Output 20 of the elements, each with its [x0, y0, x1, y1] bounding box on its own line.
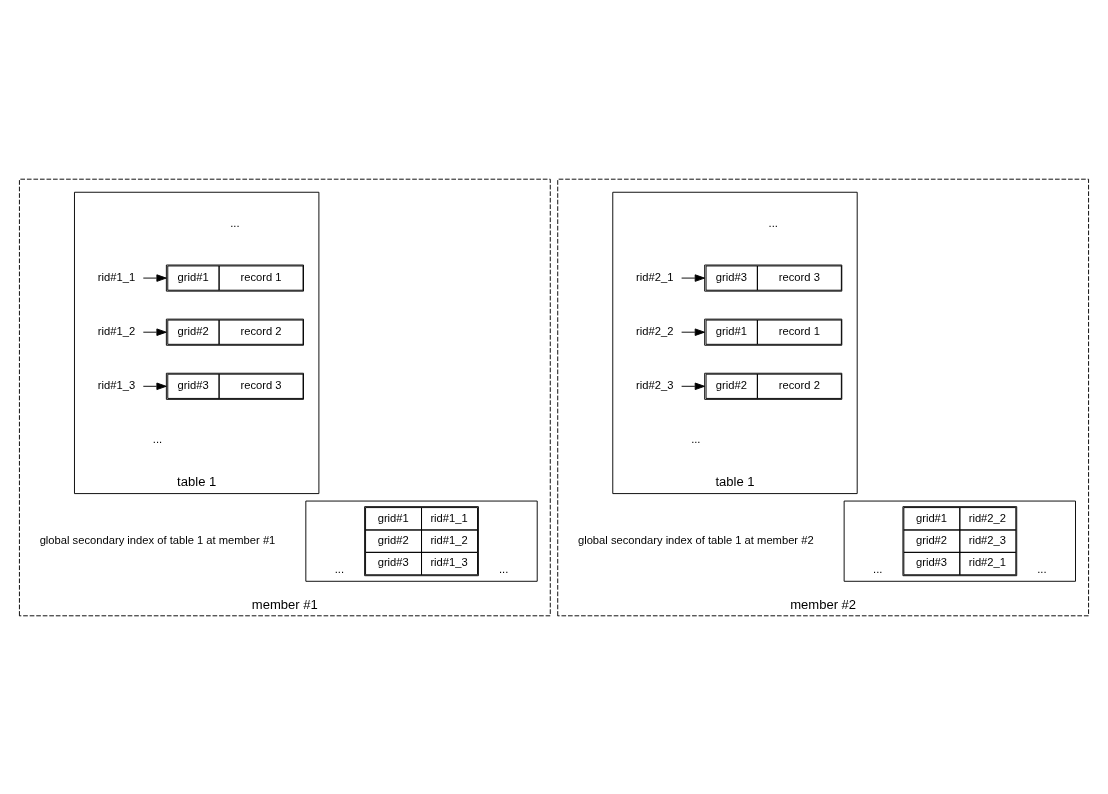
node-label: global secondary index of table 1 at member #1	[39, 533, 276, 546]
node-text: rid#2_1	[636, 270, 674, 283]
node-label: global secondary index of table 1 at member #2	[577, 533, 814, 546]
arrow	[681, 327, 705, 336]
label: ...	[691, 432, 701, 445]
node-text: rid#1_2	[97, 324, 136, 337]
node-text: rid#2_3	[636, 378, 674, 391]
arrow	[142, 382, 167, 390]
node-box: ... grid#1 rid#1_1 grid#2 rid#1_2 grid#3 rid#1_3 ...	[305, 500, 538, 582]
node-text: rid#2_2	[636, 324, 674, 337]
arrow	[142, 273, 167, 282]
arrow	[142, 327, 167, 336]
node-text: rid#1_1	[97, 270, 136, 283]
arrow	[681, 273, 705, 282]
label: ...	[230, 216, 240, 229]
label: ...	[768, 216, 778, 229]
arrow	[681, 382, 705, 390]
node-box: ... grid#1 rid#2_2 grid#2 rid#2_3 grid#3 rid#2_1 ...	[843, 500, 1076, 582]
node-text: rid#1_3	[97, 378, 136, 391]
label: ...	[152, 432, 163, 445]
